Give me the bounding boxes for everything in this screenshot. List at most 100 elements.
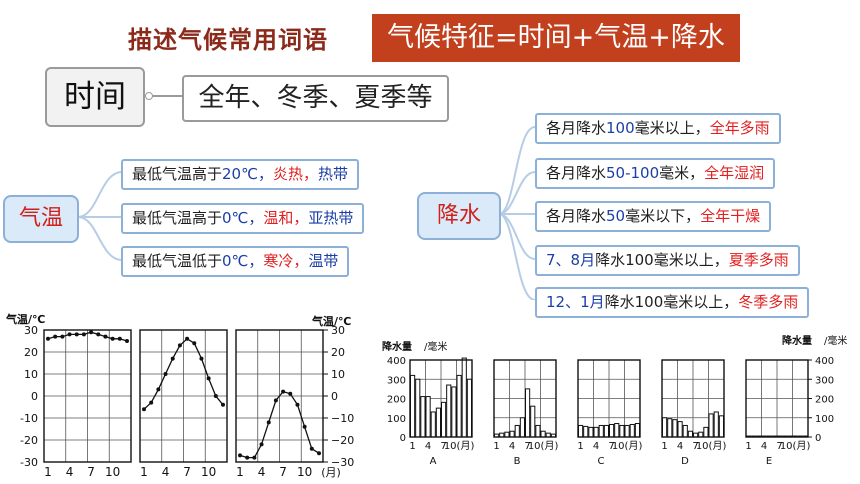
temperature-line — [143, 337, 224, 410]
precipitation-bar — [698, 431, 704, 438]
precipitation-bar — [614, 423, 620, 438]
x-tick-label: 4 — [258, 465, 266, 479]
y-axis-title-right: 气温/℃ — [311, 314, 351, 328]
temperature-point — [185, 336, 190, 341]
x-tick-label: 10(月) — [780, 440, 811, 452]
temperature-point — [199, 356, 204, 361]
precipitation-bar — [519, 417, 525, 438]
y-tick-label-right: −30 — [331, 456, 354, 469]
plot-frame — [235, 329, 324, 463]
precipitation-bar — [667, 418, 673, 438]
precipitation-bar — [509, 430, 515, 438]
precipitation-bar — [588, 426, 594, 438]
x-tick-label: 7 — [608, 441, 614, 452]
precipitation-bar — [535, 424, 541, 438]
precipitation-bar — [451, 386, 457, 438]
y-tick-label-left: 10 — [24, 368, 38, 381]
temperature-point — [110, 336, 115, 341]
item-feature: 寒冷， — [263, 252, 309, 270]
temperature-point — [259, 442, 264, 447]
item-text: 最低气温高于 — [132, 165, 223, 183]
precipitation-bar — [504, 431, 510, 438]
item-text: 各月降水 — [546, 119, 607, 137]
y-tick-label-right: 0 — [815, 433, 821, 444]
x-tick-label: 1 — [745, 441, 751, 452]
x-tick-label: 7 — [692, 441, 698, 452]
x-tick-label: 4 — [677, 441, 683, 452]
item-threshold: 0℃， — [222, 209, 264, 227]
panel-label: B — [514, 456, 521, 467]
x-tick-label: 10(月) — [528, 440, 559, 452]
item-months: 7、8月 — [546, 251, 596, 269]
y-tick-label-left: -20 — [20, 434, 38, 447]
x-tick-label: 1 — [44, 465, 52, 479]
plot-frame — [139, 329, 228, 463]
precipitation-node[interactable]: 降水 — [417, 192, 501, 240]
precipitation-item-wet: 各月降水100毫米以上，全年多雨 — [535, 113, 781, 144]
temperature-point — [142, 407, 146, 412]
precipitation-bar — [420, 396, 426, 438]
y-axis-unit-left: /毫米 — [424, 340, 447, 353]
temperature-point — [67, 332, 72, 337]
precipitation-bar — [530, 405, 536, 438]
precipitation-bar — [662, 417, 668, 438]
item-text: 各月降水 — [546, 164, 607, 182]
precipitation-bar — [619, 424, 625, 438]
precipitation-bar — [415, 378, 421, 438]
precipitation-bar — [461, 357, 467, 438]
item-text: 降水100毫米以上， — [595, 251, 729, 269]
item-amount: 50 — [606, 207, 626, 225]
y-tick-label-right: 200 — [815, 395, 834, 406]
temperature-point — [317, 451, 321, 456]
plot-frame — [409, 359, 473, 438]
precipitation-bar — [682, 424, 688, 438]
time-node[interactable]: 时间 — [45, 67, 145, 127]
formula-banner: 气候特征=时间+气温+降水 — [372, 14, 740, 62]
precipitation-bar — [624, 424, 630, 438]
precipitation-bar — [540, 430, 546, 438]
precipitation-bar — [456, 374, 462, 438]
precipitation-item-dry: 各月降水50毫米以下，全年干燥 — [535, 201, 772, 232]
precipitation-bar — [598, 424, 604, 438]
plot-frame — [493, 359, 557, 438]
item-zone: 热带 — [317, 165, 348, 183]
precipitation-bar — [609, 423, 615, 438]
item-amount: 50-100 — [606, 164, 660, 182]
temperature-point — [53, 334, 58, 339]
temperature-node[interactable]: 气温 — [3, 195, 79, 243]
x-tick-label: 1 — [577, 441, 583, 452]
precipitation-bar — [514, 424, 520, 438]
y-tick-label-left: -30 — [20, 456, 38, 469]
precipitation-item-winter: 12、1月降水100毫米以上，冬季多雨 — [535, 287, 810, 318]
temperature-point — [192, 341, 197, 346]
temperature-point — [74, 332, 79, 337]
item-threshold: 20℃， — [222, 165, 273, 183]
precipitation-bar — [708, 413, 714, 438]
panel-label: A — [430, 456, 437, 467]
precipitation-bar — [435, 407, 441, 438]
item-text: 毫米以上， — [634, 119, 710, 137]
item-amount: 100 — [606, 119, 635, 137]
temperature-point — [170, 356, 175, 361]
precipitation-bar — [430, 411, 436, 438]
precipitation-bar — [425, 396, 431, 438]
page-heading: 描述气候常用词语 — [128, 26, 328, 54]
precipitation-item-humid: 各月降水50-100毫米，全年湿润 — [535, 158, 776, 189]
temperature-point — [252, 455, 257, 460]
x-tick-label: 4 — [761, 441, 767, 452]
temperature-point — [281, 389, 286, 394]
y-tick-label-right: −20 — [331, 434, 354, 447]
x-tick-label: 4 — [162, 465, 170, 479]
x-tick-label: 4 — [425, 441, 431, 452]
precipitation-bar — [677, 421, 683, 438]
y-tick-label-left: 20 — [24, 346, 38, 359]
x-tick-label: 7 — [440, 441, 446, 452]
temperature-point — [309, 446, 314, 451]
temperature-point — [156, 387, 161, 392]
y-axis-title-left: 气温/℃ — [5, 312, 45, 326]
temperature-point — [288, 391, 293, 396]
temperature-point — [163, 372, 168, 376]
panel-label: D — [681, 456, 689, 467]
x-axis-unit: (月) — [321, 466, 341, 479]
y-tick-label-left: 200 — [387, 395, 406, 406]
